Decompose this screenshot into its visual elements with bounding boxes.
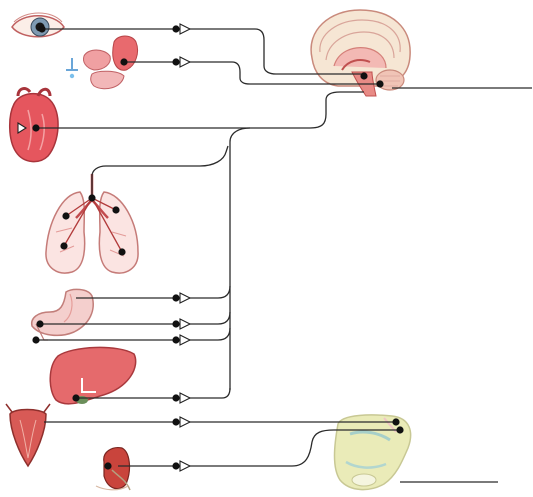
ganglion-stomach-3 — [180, 335, 190, 345]
ganglion-genitals — [180, 461, 190, 471]
ganglion-eye — [180, 24, 190, 34]
bladder-icon — [6, 404, 50, 466]
pelvis-icon — [335, 415, 411, 490]
eye-icon — [12, 13, 64, 37]
ganglion-salivary — [180, 57, 190, 67]
nerve-heart — [36, 92, 364, 128]
nerve-stomach-1 — [76, 286, 230, 298]
heart-icon — [10, 89, 58, 162]
brain-icon — [311, 10, 410, 96]
stomach-icon — [32, 289, 94, 340]
genitals-icon — [96, 448, 130, 490]
nerve-vagus-trunk — [230, 128, 250, 390]
ganglion-stomach-2 — [180, 319, 190, 329]
ganglion-liver — [180, 393, 190, 403]
ganglion-bladder — [180, 417, 190, 427]
nerve-lungs — [92, 146, 228, 198]
ganglion-stomach-1 — [180, 293, 190, 303]
liver-icon — [50, 347, 135, 404]
